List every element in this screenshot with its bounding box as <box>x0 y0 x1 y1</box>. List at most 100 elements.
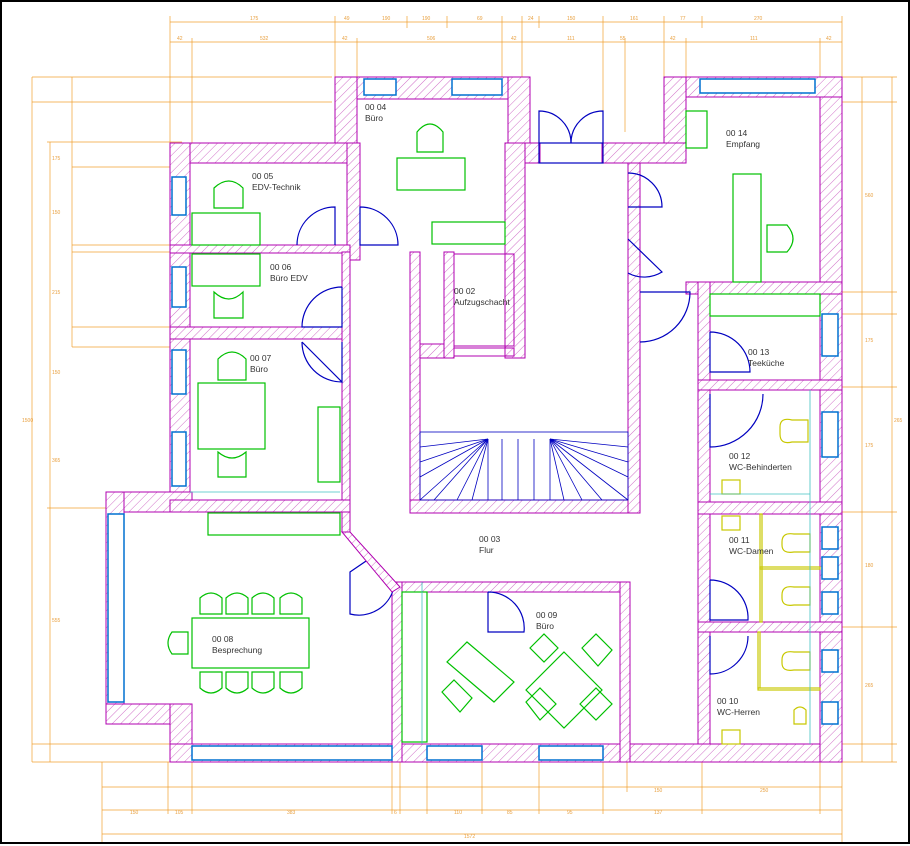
dim-top-1-9: 270 <box>754 16 763 22</box>
wall <box>341 251 351 533</box>
room-05-number: 00 05 <box>252 171 274 181</box>
dim-top-1-6: 150 <box>567 16 576 22</box>
room-06-name: Büro EDV <box>270 273 308 283</box>
partition <box>757 631 761 689</box>
wall <box>601 142 687 164</box>
cabinet <box>685 110 708 149</box>
reception-desk <box>732 173 762 283</box>
urinal <box>793 706 807 725</box>
desk <box>191 253 261 287</box>
chair <box>581 633 613 667</box>
dimension-values: 175 49 190 190 69 24 150 161 77 270 42 5… <box>22 16 903 840</box>
room-03-name: Flur <box>479 545 494 555</box>
dim-top-1-1: 49 <box>344 16 350 22</box>
chair <box>225 671 249 694</box>
cabinet <box>401 591 428 743</box>
wall <box>391 581 403 763</box>
room-13-number: 00 13 <box>748 347 770 357</box>
wall <box>169 499 351 513</box>
window <box>426 745 483 761</box>
dim-right-3: 180 <box>865 563 874 569</box>
dim-top-2-4: 42 <box>511 36 517 42</box>
wall <box>697 501 843 515</box>
kitchen-counter <box>709 293 821 317</box>
room-04-number: 00 04 <box>365 102 387 112</box>
dim-left-2: 215 <box>52 290 61 296</box>
room-06-number: 00 06 <box>270 262 292 272</box>
chair <box>766 224 794 253</box>
wall <box>443 251 455 359</box>
room-07-number: 00 07 <box>250 353 272 363</box>
room-02-name: Aufzugschacht <box>454 297 510 307</box>
chair <box>217 450 247 478</box>
elevator-shaft <box>453 253 515 357</box>
chair <box>225 592 249 615</box>
wall <box>697 621 843 633</box>
dim-bottom-1-8: 137 <box>654 810 663 816</box>
dim-bottom-1-6: 95 <box>567 810 573 816</box>
cabinet <box>431 221 506 245</box>
window <box>699 78 816 94</box>
conference-table <box>191 617 310 669</box>
wall <box>619 581 631 763</box>
furniture <box>167 110 821 743</box>
chair <box>251 671 275 694</box>
tile-lines <box>190 390 811 744</box>
wall <box>409 251 421 513</box>
wall <box>419 343 445 359</box>
dim-top-1-5: 24 <box>528 16 534 22</box>
toilet <box>781 533 811 553</box>
room-07-name: Büro <box>250 364 268 374</box>
staircase <box>419 431 629 501</box>
toilet <box>779 418 809 444</box>
dim-top-2-9: 42 <box>826 36 832 42</box>
dim-bottom-1-7: 150 <box>654 788 663 794</box>
desk <box>197 382 266 450</box>
room-12-name: WC-Behinderten <box>729 462 792 472</box>
door <box>709 635 749 675</box>
door <box>709 579 749 621</box>
chair <box>529 633 559 663</box>
dim-bottom-1-1: 105 <box>175 810 184 816</box>
room-08-name: Besprechung <box>212 645 262 655</box>
door <box>538 110 572 144</box>
chair <box>199 671 223 694</box>
dim-top-2-5: 111 <box>567 36 575 42</box>
room-11-number: 00 11 <box>729 535 750 545</box>
window <box>171 349 187 395</box>
dim-right-0: 560 <box>865 193 874 199</box>
sink <box>721 515 741 531</box>
room-11-name: WC-Damen <box>729 546 774 556</box>
chair <box>167 631 189 655</box>
chair <box>279 592 303 615</box>
dim-top-2-2: 42 <box>342 36 348 42</box>
wall <box>169 142 358 164</box>
cabinet <box>317 406 341 483</box>
room-09-name: Büro <box>536 621 554 631</box>
dim-top-2-1: 532 <box>260 36 269 42</box>
dim-right-4: 265 <box>865 683 874 689</box>
wall <box>697 379 843 391</box>
door <box>570 110 604 144</box>
dim-left-4: 365 <box>52 458 61 464</box>
dim-top-1-3: 190 <box>422 16 431 22</box>
sink <box>721 729 741 745</box>
desk <box>396 157 466 191</box>
window <box>538 745 604 761</box>
window <box>107 513 125 703</box>
window <box>171 431 187 487</box>
dimension-lines <box>31 16 897 842</box>
dim-bottom-1-4: 110 <box>454 810 462 816</box>
window <box>821 556 839 580</box>
dim-left-1: 150 <box>52 210 61 216</box>
windows <box>107 78 839 761</box>
window <box>821 701 839 725</box>
room-02-number: 00 02 <box>454 286 476 296</box>
dim-top-2-6: 55 <box>620 36 626 42</box>
room-05-name: EDV-Technik <box>252 182 301 192</box>
dim-bottom-1-0: 150 <box>130 810 139 816</box>
window <box>821 591 839 615</box>
dim-left-3: 150 <box>52 370 61 376</box>
room-14-number: 00 14 <box>726 128 748 138</box>
